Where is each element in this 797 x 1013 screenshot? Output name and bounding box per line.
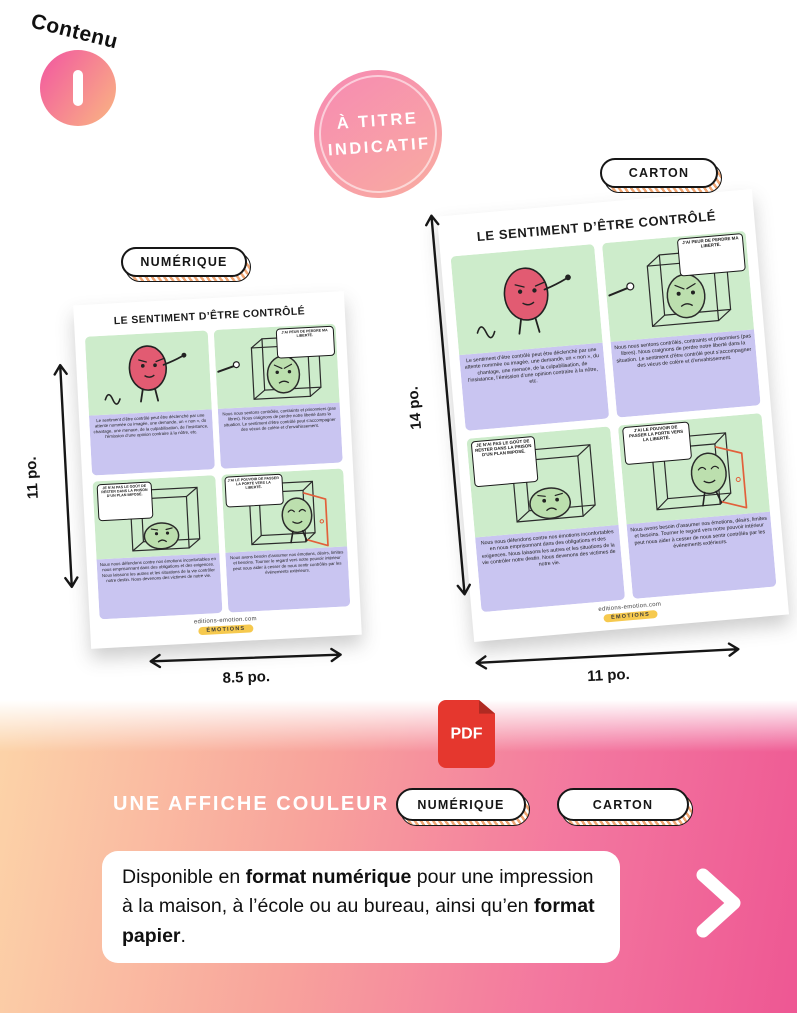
poster-panels: Le sentiment d’être contrôlé peut être d… — [83, 323, 352, 620]
panel-illustration — [84, 330, 212, 416]
poster-panel-2: J’AI PEUR DE PERDRE MA LIBERTÉ. Nous nou… — [601, 230, 761, 418]
panel-illustration — [450, 244, 603, 356]
panel-illustration: J’AI LE POUVOIR DE PASSER LA PORTE VERS … — [617, 412, 770, 525]
numerique-badge-label: NUMÉRIQUE — [140, 255, 228, 269]
panel-caption: Nous nous défendons contre nos émotions … — [99, 556, 217, 584]
dimension-carton-height: 14 po. — [404, 210, 473, 600]
double-arrow-icon — [425, 214, 471, 596]
double-arrow-icon — [475, 642, 740, 670]
description-segment: . — [180, 924, 186, 947]
red-blob-pointing-illustration — [451, 244, 571, 356]
carton-badge-label: CARTON — [628, 166, 690, 180]
panel-caption-area: Nous nous défendons contre nos émotions … — [475, 524, 626, 613]
indicatif-line2: INDICATIF — [326, 134, 431, 160]
poster-panel-1: Le sentiment d’être contrôlé peut être d… — [84, 330, 215, 476]
red-blob-pointing-illustration — [85, 330, 187, 415]
content-number-badge — [40, 50, 116, 126]
poster-panel-4: J’AI LE POUVOIR DE PASSER LA PORTE VERS … — [220, 467, 351, 613]
dimension-carton-width: 11 po. — [471, 641, 745, 691]
panel-illustration: J’AI PEUR DE PERDRE MA LIBERTÉ. — [601, 230, 755, 343]
indicatif-text: À TITRE INDICATIF — [325, 104, 431, 164]
next-chevron-icon[interactable] — [694, 866, 744, 945]
description-segment-bold: format numérique — [245, 866, 412, 888]
panel-caption-area: Nous avons besoin d’assumer nos émotions… — [224, 546, 351, 613]
speech-bubble: JE N’AI PAS LE GOÛT DE RESTER DANS LA PR… — [96, 481, 154, 522]
dimension-label: 14 po. — [404, 385, 425, 431]
dimension-numerique-width: 8.5 po. — [145, 647, 346, 690]
carton-badge-bottom[interactable]: CARTON — [557, 788, 693, 826]
numerique-badge-top[interactable]: NUMÉRIQUE — [121, 247, 251, 282]
publisher-badge: ÉMOTIONS — [198, 624, 254, 636]
poster-panel-1: Le sentiment d’être contrôlé peut être d… — [450, 244, 610, 431]
numerique-badge-bottom[interactable]: NUMÉRIQUE — [396, 788, 530, 826]
contenu-label: Contenu — [28, 9, 121, 54]
speech-bubble: J’AI LE POUVOIR DE PASSER LA PORTE VERS … — [622, 421, 692, 466]
carton-badge-top[interactable]: CARTON — [600, 158, 722, 193]
poster-preview-numerique: LE SENTIMENT D’ÊTRE CONTRÔLÉ — [73, 291, 362, 649]
speech-bubble: J’AI PEUR DE PERDRE MA LIBERTÉ. — [676, 232, 747, 277]
panel-caption: Nous avons besoin d’assumer nos émotions… — [229, 549, 343, 576]
panel-caption-area: Nous nous sentons contrôlés, contraints … — [610, 329, 761, 418]
panel-illustration: JE N’AI PAS LE GOÛT DE RESTER DANS LA PR… — [466, 425, 619, 538]
speech-bubble: JE N’AI PAS LE GOÛT DE RESTER DANS LA PR… — [471, 436, 539, 488]
poster-panel-3: JE N’AI PAS LE GOÛT DE RESTER DANS LA PR… — [92, 474, 222, 620]
dimension-numerique-height: 11 po. — [23, 360, 80, 593]
panel-caption-area: Le sentiment d’être contrôlé peut être d… — [459, 343, 610, 431]
panel-illustration: JE N’AI PAS LE GOÛT DE RESTER DANS LA PR… — [92, 474, 219, 560]
carton-badge-label: CARTON — [592, 797, 654, 812]
pdf-file-icon[interactable]: PDF — [438, 700, 495, 768]
dimension-label: 11 po. — [23, 456, 43, 500]
panel-caption-area: Le sentiment d’être contrôlé peut être d… — [88, 409, 215, 476]
panel-caption-area: Nous nous sentons contrôlés, contraints … — [217, 402, 343, 469]
description-segment-bold: format papier — [122, 895, 595, 947]
poster-panel-3: JE N’AI PAS LE GOÛT DE RESTER DANS LA PR… — [466, 425, 626, 613]
poster-panel-2: J’AI PEUR DE PERDRE MA LIBERTÉ. Nous nou… — [213, 323, 343, 469]
numerique-badge-label: NUMÉRIQUE — [417, 797, 505, 812]
panel-caption: Le sentiment d’être contrôlé peut être d… — [93, 412, 209, 439]
speech-bubble: J’AI PEUR DE PERDRE MA LIBERTÉ. — [275, 325, 335, 360]
panel-illustration: J’AI LE POUVOIR DE PASSER LA PORTE VERS … — [220, 467, 348, 554]
dimension-label: 8.5 po. — [222, 668, 271, 687]
sad-blob-in-cage-illustration — [466, 426, 618, 538]
a-titre-indicatif-badge: À TITRE INDICATIF — [314, 70, 442, 198]
description-card: Disponible en format numérique pour une … — [102, 851, 620, 963]
double-arrow-icon — [149, 647, 342, 669]
poster-panels: Le sentiment d’être contrôlé peut être d… — [449, 230, 779, 613]
description-segment: Disponible en — [122, 866, 246, 888]
blob-in-cage-illustration — [602, 231, 754, 343]
section-heading: UNE AFFICHE COULEUR — [113, 793, 390, 815]
speech-bubble: J’AI LE POUVOIR DE PASSER LA PORTE VERS … — [224, 473, 284, 508]
pdf-label: PDF — [450, 725, 483, 743]
description-segment: pour une impression à la maison, à l’éco… — [122, 866, 594, 918]
indicatif-line1: À TITRE — [335, 108, 419, 133]
poster-panel-4: J’AI LE POUVOIR DE PASSER LA PORTE VERS … — [617, 412, 777, 599]
panel-caption-area: Nous nous défendons contre nos émotions … — [96, 553, 222, 620]
panel-illustration: J’AI PEUR DE PERDRE MA LIBERTÉ. — [213, 323, 340, 409]
poster-preview-carton: LE SENTIMENT D’ÊTRE CONTRÔLÉ — [436, 189, 790, 642]
double-arrow-icon — [53, 363, 79, 589]
number-one-glyph — [73, 70, 83, 106]
panel-caption-area: Nous avons besoin d’assumer nos émotions… — [626, 511, 777, 599]
panel-caption: Nous nous sentons contrôlés, contraints … — [221, 405, 336, 432]
